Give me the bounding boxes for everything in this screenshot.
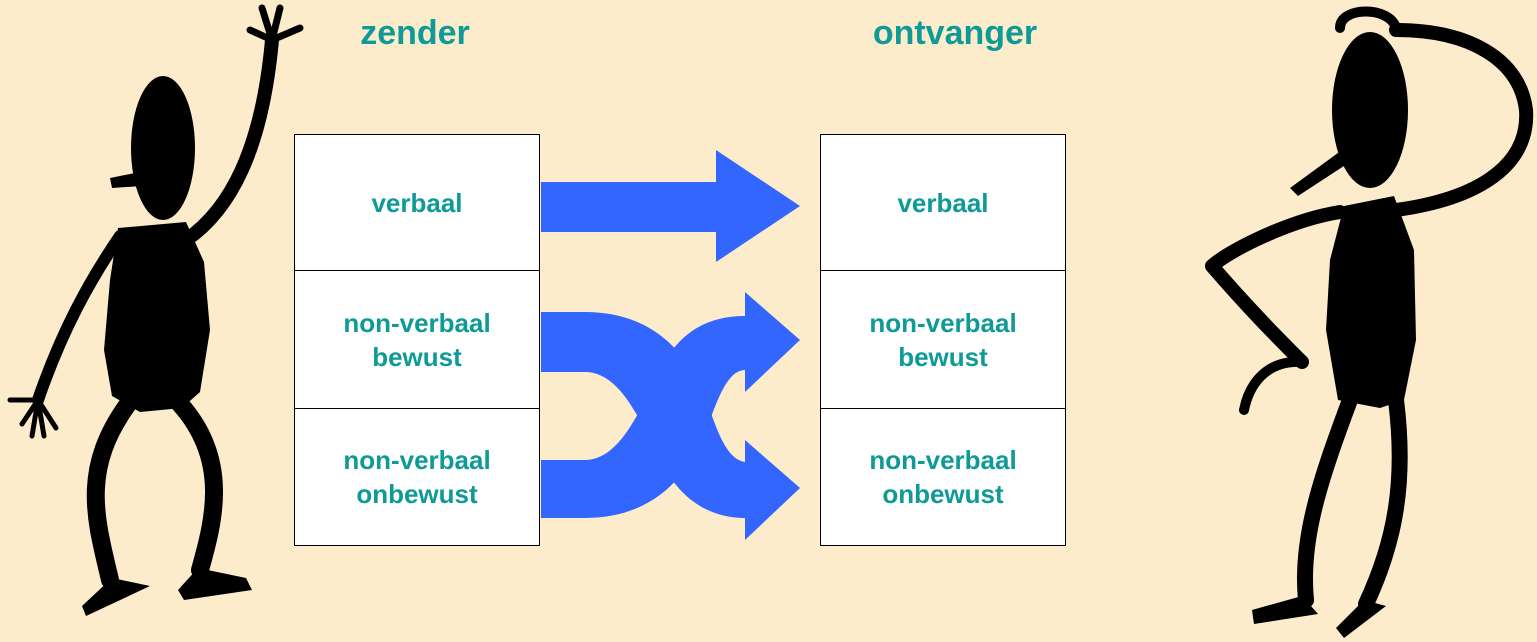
arrow-verbaal [541, 150, 800, 262]
waving-stick-figure-icon [7, 4, 304, 616]
receiver-box-verbaal: verbaal [820, 134, 1066, 271]
receiver-title: ontvanger [872, 14, 1038, 52]
sender-box-verbaal: verbaal [294, 134, 540, 271]
sender-box-nonverbaal-onbewust: non-verbaal onbewust [294, 408, 540, 546]
receiver-box-nonverbaal-onbewust-label: non-verbaal onbewust [869, 445, 1017, 509]
arrow-onbewust-to-bewust [541, 292, 800, 518]
sender-column: verbaal non-verbaal bewust non-verbaal o… [294, 134, 540, 546]
receiver-box-nonverbaal-bewust: non-verbaal bewust [820, 270, 1066, 409]
receiver-column: verbaal non-verbaal bewust non-verbaal o… [820, 134, 1066, 546]
receiver-box-nonverbaal-bewust-label: non-verbaal bewust [869, 307, 1017, 372]
sender-box-nonverbaal-onbewust-label: non-verbaal onbewust [343, 445, 491, 509]
receiver-box-nonverbaal-onbewust: non-verbaal onbewust [820, 408, 1066, 546]
sender-box-nonverbaal-bewust: non-verbaal bewust [294, 270, 540, 409]
receiver-box-verbaal-label: verbaal [897, 187, 989, 218]
sender-title: zender [360, 14, 470, 52]
head-scratching-stick-figure-icon [1205, 6, 1534, 638]
sender-box-verbaal-label: verbaal [371, 187, 463, 218]
sender-box-nonverbaal-bewust-label: non-verbaal bewust [343, 307, 491, 372]
